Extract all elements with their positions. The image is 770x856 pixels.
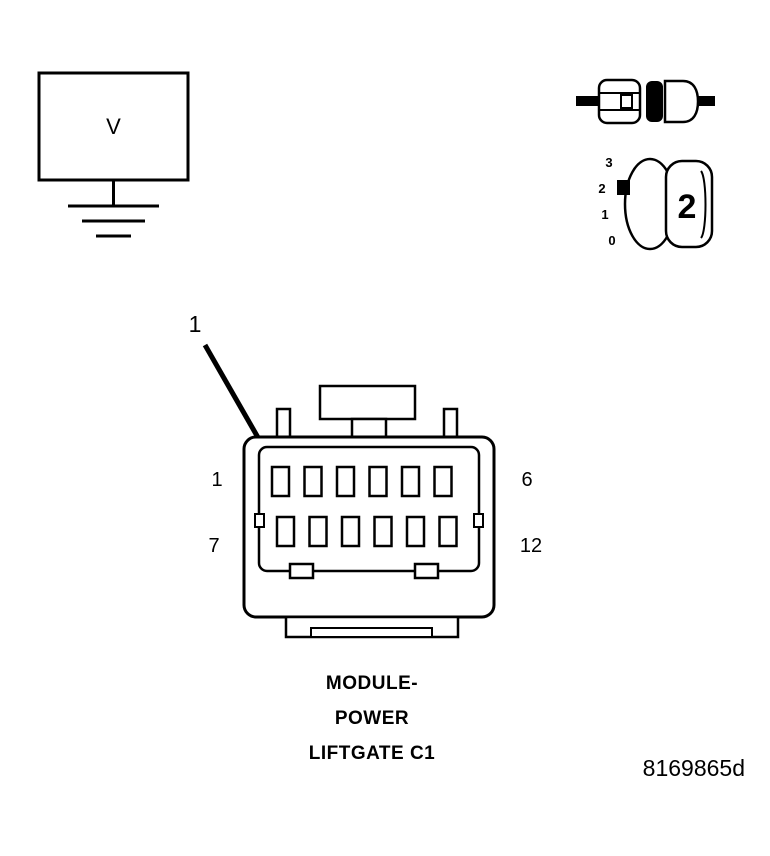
dial-tick-2: 2 — [598, 181, 606, 196]
pin-cavities-bottom-row — [275, 515, 458, 548]
caption-line-2: POWER — [334, 708, 410, 729]
dial-tick-0: 0 — [608, 233, 616, 248]
dial-tick-3: 3 — [605, 155, 613, 170]
caption-line-1: MODULE- — [325, 673, 419, 694]
terminal-icon — [576, 78, 715, 125]
pin-label-bottom-left: 7 — [208, 535, 220, 557]
connector-diagram — [242, 384, 496, 639]
pin-label-top-left: 1 — [211, 469, 223, 491]
pin-label-bottom-right: 12 — [519, 535, 543, 557]
connector-caption: MODULE- POWER LIFTGATE C1 — [261, 666, 483, 771]
voltmeter-label: V — [106, 113, 121, 139]
ground-icon — [68, 180, 159, 238]
caption-line-3: LIFTGATE C1 — [308, 743, 436, 764]
voltmeter-symbol — [37, 71, 190, 182]
dial-tick-1: 1 — [601, 207, 609, 222]
pin-cavities-top-row — [270, 465, 453, 498]
orientation-dial-icon — [617, 157, 714, 251]
pin-label-top-right: 6 — [521, 469, 533, 491]
arrow-callout-label: 1 — [188, 310, 202, 337]
figure-id: 8169865d — [642, 755, 745, 781]
dial-value: 2 — [677, 187, 697, 226]
